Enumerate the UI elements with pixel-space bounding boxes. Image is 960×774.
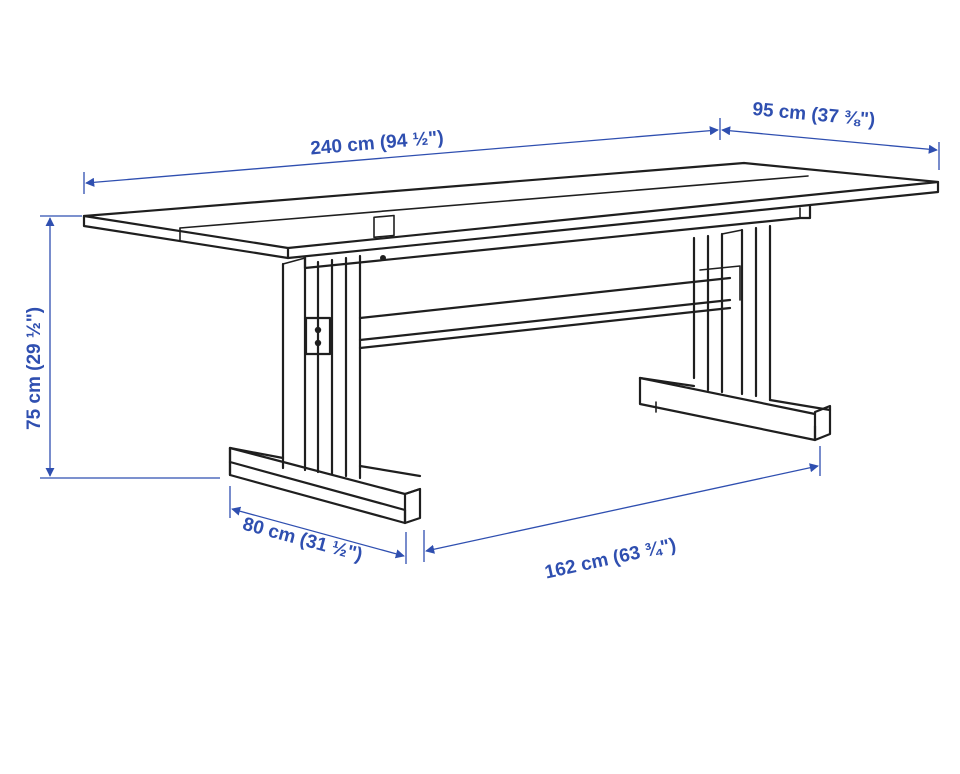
dimension-annotations: 240 cm (94 ½") 95 cm (37 ⅜") 75 cm (29 ½… bbox=[24, 99, 940, 584]
height-dimension: 75 cm (29 ½") bbox=[24, 215, 220, 479]
width-dimension: 95 cm (37 ⅜") bbox=[721, 99, 940, 170]
right-foot bbox=[638, 376, 832, 442]
left-foot bbox=[228, 446, 422, 525]
leg-span-label: 162 cm (63 ¾") bbox=[543, 535, 678, 584]
height-label: 75 cm (29 ½") bbox=[24, 307, 45, 430]
left-leg bbox=[281, 254, 362, 480]
leg-span-dimension: 162 cm (63 ¾") bbox=[423, 446, 821, 584]
table-illustration bbox=[82, 161, 940, 525]
foot-depth-dimension: 80 cm (31 ½") bbox=[229, 486, 407, 566]
length-dimension: 240 cm (94 ½") bbox=[83, 118, 721, 194]
stretcher bbox=[358, 265, 741, 350]
foot-depth-label: 80 cm (31 ½") bbox=[240, 514, 364, 566]
apron bbox=[303, 204, 812, 270]
width-label: 95 cm (37 ⅜") bbox=[752, 99, 876, 131]
right-leg bbox=[692, 224, 772, 402]
